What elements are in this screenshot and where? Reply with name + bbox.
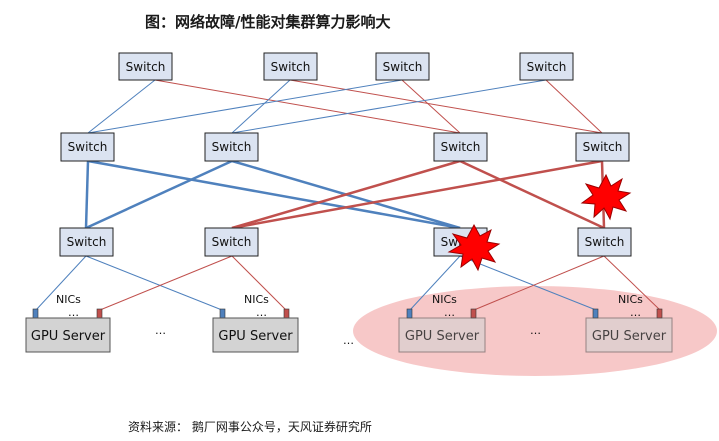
nics-label: NICs [432, 293, 457, 306]
switch-t1-3: Switch [375, 52, 430, 81]
switch-label: Switch [383, 60, 423, 74]
switch-label: Switch [527, 60, 567, 74]
nics-ellipsis: … [630, 306, 641, 319]
nic-group-3: NICs … [406, 293, 477, 319]
aggregation-links [84, 159, 606, 230]
switch-t1-4: Switch [519, 52, 574, 81]
switch-label: Switch [126, 60, 166, 74]
server-ellipsis: … [155, 324, 166, 337]
switch-t2-1: Switch [60, 132, 115, 162]
server-ellipsis: … [343, 334, 354, 347]
access-links [35, 255, 661, 311]
affected-region-highlight [353, 286, 717, 376]
source-note: 资料来源： 鹅厂网事公众号，天风证券研究所 [128, 419, 372, 434]
switch-t3-2: Switch [204, 227, 259, 257]
nics-label: NICs [244, 293, 269, 306]
spine-links [87, 79, 603, 134]
switch-label: Switch [68, 140, 108, 154]
switch-label: Switch [212, 235, 252, 249]
nics-label: NICs [618, 293, 643, 306]
switch-label: Switch [212, 140, 252, 154]
switch-t3-4: Switch [577, 227, 632, 257]
gpu-server-4: GPU Server [585, 317, 673, 353]
gpu-server-3: GPU Server [398, 317, 486, 353]
nic-group-1: NICs … [32, 293, 103, 319]
switch-t1-1: Switch [118, 52, 173, 81]
nics-ellipsis: … [256, 306, 267, 319]
switch-label: Switch [271, 60, 311, 74]
switch-label: Switch [583, 140, 623, 154]
switch-t3-1: Switch [59, 227, 114, 257]
nics-ellipsis: … [444, 306, 455, 319]
switch-t1-2: Switch [263, 52, 318, 81]
fault-burst-icon [580, 173, 632, 221]
gpu-server-label: GPU Server [592, 329, 667, 344]
server-ellipsis: … [530, 324, 541, 337]
gpu-server-1: GPU Server [25, 317, 111, 353]
gpu-server-2: GPU Server [212, 317, 299, 353]
gpu-server-label: GPU Server [405, 329, 480, 344]
gpu-server-label: GPU Server [31, 329, 106, 344]
switch-label: Switch [67, 235, 107, 249]
switch-t2-3: Switch [433, 132, 488, 162]
fault-burst-icon [447, 223, 501, 272]
nics-ellipsis: … [68, 306, 79, 319]
nics-label: NICs [56, 293, 81, 306]
switch-t2-2: Switch [204, 132, 259, 162]
switch-label: Switch [441, 140, 481, 154]
switch-t2-4: Switch [575, 132, 630, 162]
switch-label: Switch [585, 235, 625, 249]
diagram-title: 图：网络故障/性能对集群算力影响大 [145, 13, 390, 31]
gpu-server-label: GPU Server [218, 329, 293, 344]
nic-group-2: NICs … [219, 293, 290, 319]
